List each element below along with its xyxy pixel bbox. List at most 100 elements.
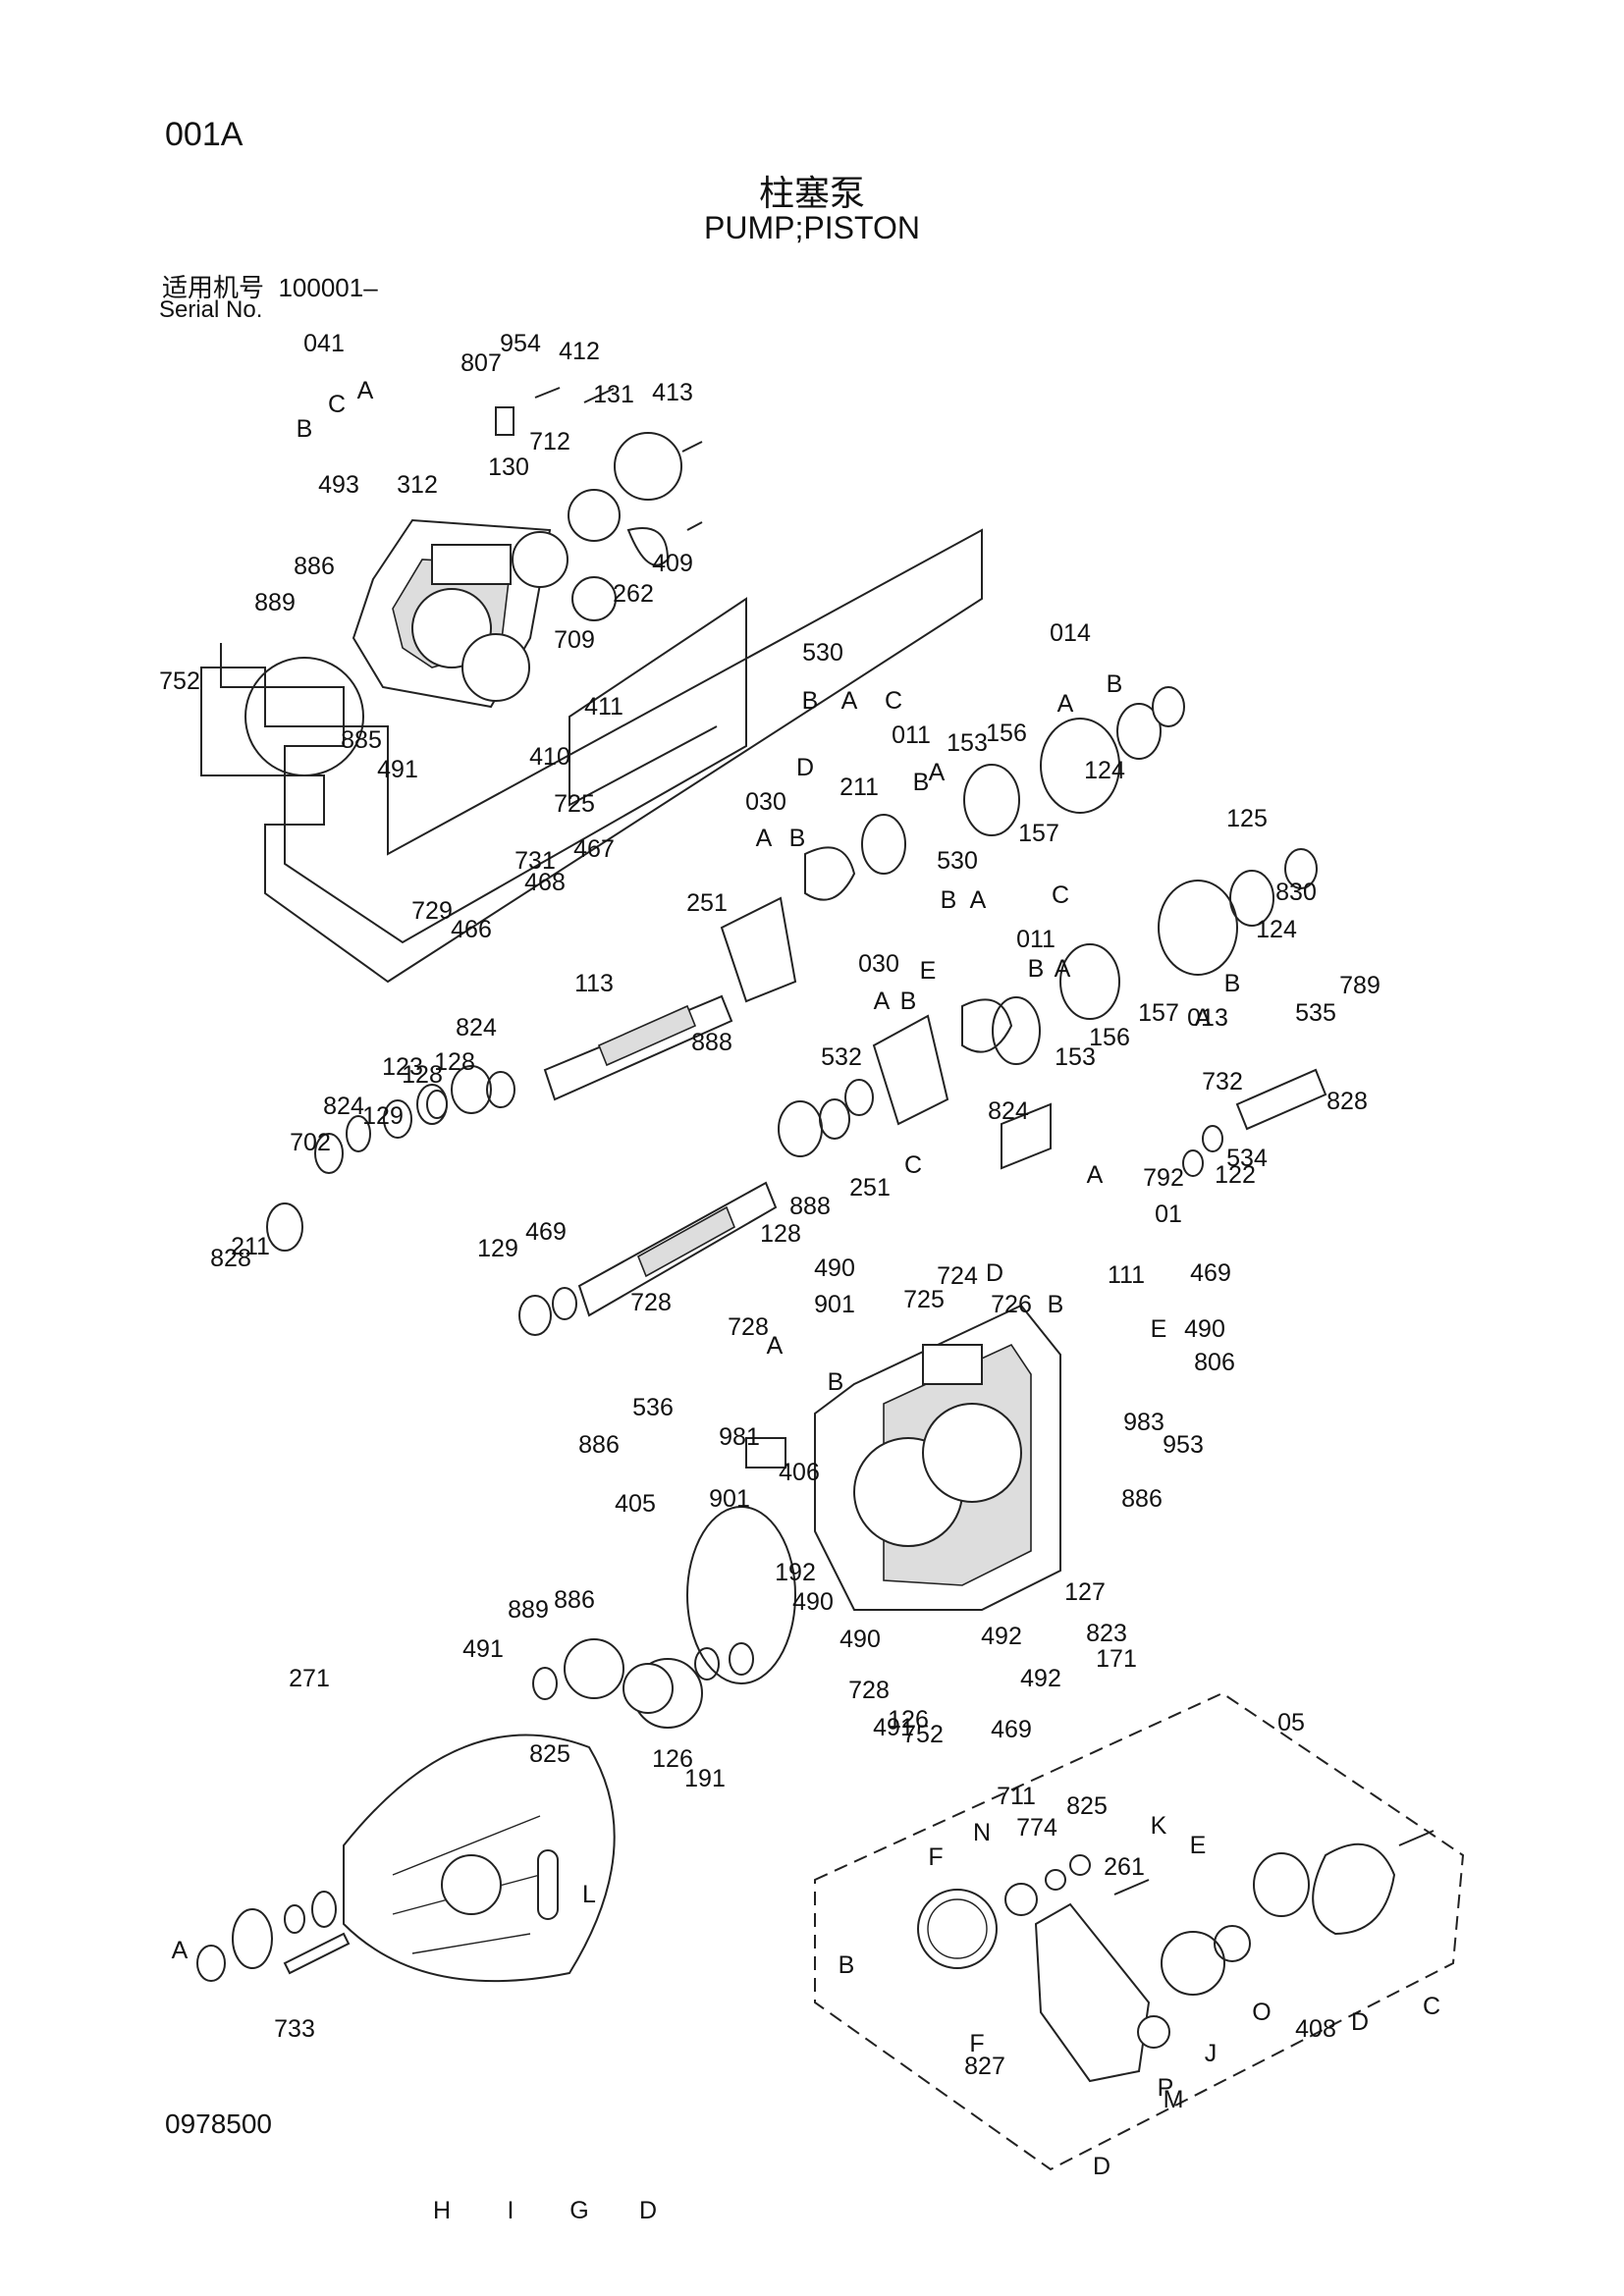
- callout-label: D: [1351, 2008, 1369, 2036]
- callout-label: 711: [997, 1783, 1036, 1810]
- callout-label: D: [986, 1259, 1003, 1287]
- callout-label: 490: [839, 1626, 881, 1653]
- serial-applicability-line: 适用机号 100001–: [162, 268, 378, 304]
- callout-label: K: [1151, 1812, 1167, 1840]
- drawing-number: 0978500: [165, 2109, 273, 2139]
- callout-label: 981: [719, 1423, 760, 1451]
- callout-label: 491: [462, 1635, 504, 1663]
- callout-label: 530: [802, 639, 843, 667]
- lower-drive-shaft: [577, 1181, 778, 1317]
- callout-label: 171: [1096, 1645, 1137, 1673]
- callout-label: 535: [1295, 999, 1336, 1027]
- callout-label: 709: [554, 626, 595, 654]
- callout-label: 824: [323, 1093, 364, 1120]
- callout-label: C: [885, 687, 902, 715]
- callout-label: 886: [554, 1586, 595, 1614]
- callout-label: 411: [584, 693, 623, 721]
- callout-label: 406: [779, 1459, 820, 1486]
- callout-label: 01: [1155, 1201, 1182, 1228]
- callout-label: B: [839, 1951, 855, 1979]
- sub-assembly-outline: [200, 528, 983, 984]
- callout-label: M: [1164, 2086, 1184, 2113]
- callout-label: C: [1052, 881, 1069, 909]
- callout-label: 824: [988, 1097, 1029, 1125]
- callout-label: 490: [814, 1255, 855, 1282]
- callout-label: 126: [652, 1745, 693, 1773]
- callout-label: C: [328, 391, 346, 418]
- callout-label: A: [1195, 1004, 1212, 1032]
- callout-label: 261: [1104, 1853, 1145, 1881]
- callout-label: 774: [1016, 1814, 1057, 1842]
- callout-label: B: [1107, 670, 1123, 698]
- callout-label: 410: [529, 743, 570, 771]
- callout-label: 405: [615, 1490, 656, 1518]
- callout-label: 807: [460, 349, 502, 377]
- callout-label: 733: [274, 2015, 315, 2043]
- callout-label: 409: [652, 550, 693, 577]
- callout-label: 953: [1163, 1431, 1204, 1459]
- flange-and-seals: [196, 1849, 559, 1982]
- callout-label: 127: [1064, 1578, 1106, 1606]
- callout-label: 05: [1277, 1709, 1305, 1736]
- callout-label: 157: [1138, 999, 1179, 1027]
- callout-label: 468: [524, 869, 566, 896]
- callout-label: 130: [488, 454, 529, 481]
- callout-label: 030: [858, 950, 899, 978]
- callout-label: 752: [902, 1721, 944, 1748]
- gear-assembly-dashed-outline: [814, 1691, 1465, 2171]
- callout-label: 889: [254, 589, 296, 616]
- callout-label: B: [1028, 955, 1045, 983]
- callout-label: 469: [1190, 1259, 1231, 1287]
- callout-label: 413: [652, 379, 693, 406]
- callout-label: 823: [1086, 1620, 1127, 1647]
- callout-label: P: [1158, 2074, 1174, 2102]
- callout-label: 156: [986, 720, 1027, 747]
- callout-label: 725: [554, 790, 595, 818]
- callout-label: E: [1190, 1832, 1207, 1859]
- callout-label: 724: [937, 1262, 978, 1290]
- callout-label: 490: [1184, 1315, 1225, 1343]
- callout-label: 156: [1089, 1024, 1130, 1051]
- callout-label: 412: [559, 338, 600, 365]
- callout-label: 491: [377, 756, 418, 783]
- callout-label: A: [767, 1332, 784, 1360]
- callout-label: 466: [451, 916, 492, 943]
- callout-label: D: [1093, 2153, 1110, 2180]
- callout-label: 124: [1256, 916, 1297, 943]
- page-title-chinese: 柱塞泵: [758, 173, 865, 213]
- callout-label: 536: [632, 1394, 674, 1421]
- callout-label: 492: [1020, 1665, 1061, 1692]
- callout-label: 467: [573, 835, 615, 863]
- callout-label: 888: [789, 1193, 831, 1220]
- callout-label: 153: [1055, 1043, 1096, 1071]
- callout-label: 013: [1187, 1004, 1228, 1032]
- callout-label: B: [913, 769, 930, 796]
- serial-label-english: Serial No.: [159, 296, 263, 323]
- callout-label: 806: [1194, 1349, 1235, 1376]
- callout-label: F: [969, 2030, 984, 2057]
- callout-label: E: [920, 957, 937, 985]
- callout-label: 825: [529, 1740, 570, 1768]
- callout-label: A: [970, 886, 987, 914]
- callout-label: O: [1252, 1999, 1271, 2026]
- gear-train: [532, 1638, 754, 1729]
- callout-label: 825: [1066, 1792, 1108, 1820]
- callout-label: B: [900, 988, 917, 1015]
- callout-label: 191: [684, 1765, 726, 1792]
- callout-label: C: [904, 1151, 922, 1179]
- callout-label: 030: [745, 788, 786, 816]
- callout-label: 123: [382, 1053, 423, 1081]
- callout-label: L: [582, 1881, 596, 1908]
- callout-label: C: [1423, 1993, 1440, 2020]
- callout-label: 251: [686, 889, 728, 917]
- callout-label: 983: [1123, 1409, 1164, 1436]
- callout-label: A: [172, 1937, 189, 1964]
- upper-drive-shaft: [543, 994, 733, 1101]
- callout-label: 532: [821, 1043, 862, 1071]
- callout-label: A: [1057, 690, 1074, 718]
- callout-label: 886: [294, 553, 335, 580]
- callout-label: 192: [775, 1559, 816, 1586]
- callout-label: 789: [1339, 972, 1380, 999]
